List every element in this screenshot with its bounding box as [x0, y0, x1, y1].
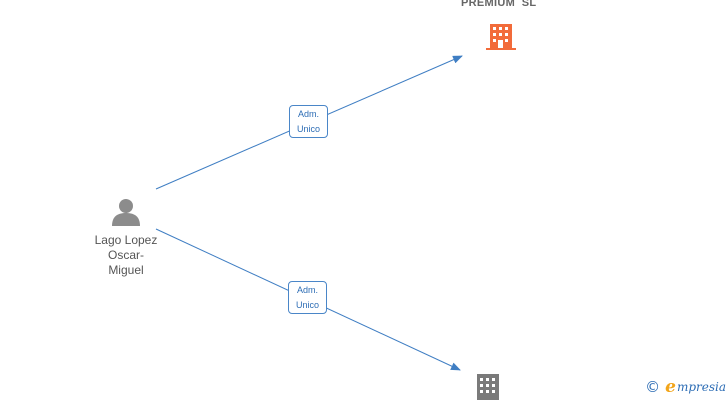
edge-label-role[interactable]: Adm. Unico: [288, 281, 327, 314]
building-icon[interactable]: [486, 24, 516, 50]
edge-label-line: Adm.: [297, 109, 319, 119]
person-icon[interactable]: [112, 199, 140, 226]
person-name-line: Oscar-: [108, 248, 144, 262]
edge-label-line: Unico: [296, 124, 320, 134]
brand-logo[interactable]: © e mpresia: [645, 377, 726, 397]
company-name-premium[interactable]: PREMIUM SL: [461, 0, 537, 9]
person-name-line: Lago Lopez: [94, 233, 158, 247]
person-name-line: Miguel: [108, 263, 144, 277]
logo-text: mpresia: [676, 380, 726, 394]
logo-letter: e: [665, 377, 676, 397]
person-name[interactable]: Lago Lopez Oscar- Miguel: [76, 233, 176, 278]
building-icon[interactable]: [477, 374, 499, 400]
edge-label-line: Adm.: [296, 285, 318, 295]
edge-label-role[interactable]: Adm. Unico: [289, 105, 328, 138]
copyright-icon: ©: [645, 378, 661, 396]
edge-label-line: Unico: [295, 300, 319, 310]
